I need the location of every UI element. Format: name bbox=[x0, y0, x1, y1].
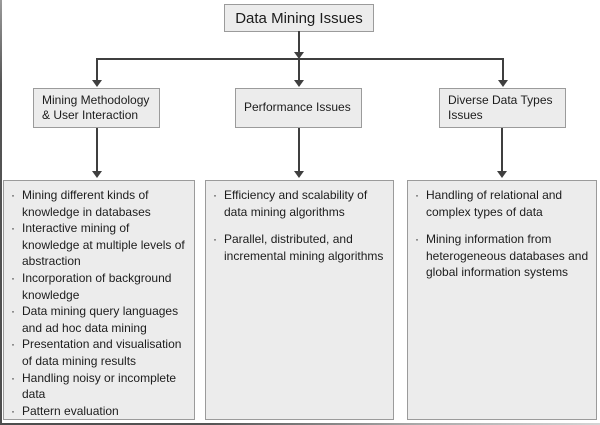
connector-drop-left bbox=[96, 60, 98, 81]
arrowhead-right-list-icon bbox=[497, 171, 507, 178]
list-item: Incorporation of background knowledge bbox=[4, 270, 192, 303]
bullet-list: Handling of relational and complex types… bbox=[408, 181, 596, 281]
list-item: Handling noisy or incomplete data bbox=[4, 370, 192, 403]
connector-right-to-list bbox=[501, 128, 503, 172]
arrowhead-root-icon bbox=[294, 52, 304, 59]
list-item: Presentation and visualisation of data m… bbox=[4, 336, 192, 369]
connector-left-to-list bbox=[96, 128, 98, 172]
connector-root-stem bbox=[298, 31, 300, 53]
image-edge-bottom bbox=[0, 423, 600, 425]
connector-drop-right bbox=[502, 60, 504, 81]
list-item: Mining different kinds of knowledge in d… bbox=[4, 187, 192, 220]
branch-box-performance-issues: Performance Issues bbox=[235, 88, 362, 128]
list-box-mining-methodology: Mining different kinds of knowledge in d… bbox=[3, 180, 195, 420]
branch-box-diverse-data-types: Diverse Data Types Issues bbox=[439, 88, 566, 128]
connector-drop-middle bbox=[298, 60, 300, 81]
list-item: Pattern evaluation bbox=[4, 403, 192, 420]
root-node-label: Data Mining Issues bbox=[235, 9, 363, 27]
list-item: Interactive mining of knowledge at multi… bbox=[4, 220, 192, 270]
connector-middle-to-list bbox=[298, 128, 300, 172]
arrowhead-drop-right-icon bbox=[498, 80, 508, 87]
list-item: Parallel, distributed, and incremental m… bbox=[206, 231, 391, 264]
bullet-list: Mining different kinds of knowledge in d… bbox=[4, 181, 194, 419]
list-item: Efficiency and scalability of data minin… bbox=[206, 187, 391, 220]
list-box-diverse-data-types: Handling of relational and complex types… bbox=[407, 180, 597, 420]
arrowhead-drop-left-icon bbox=[92, 80, 102, 87]
connector-horizontal-rail bbox=[96, 58, 504, 60]
arrowhead-middle-list-icon bbox=[294, 171, 304, 178]
list-item: Handling of relational and complex types… bbox=[408, 187, 594, 220]
list-item: Data mining query languages and ad hoc d… bbox=[4, 303, 192, 336]
arrowhead-left-list-icon bbox=[92, 171, 102, 178]
root-node: Data Mining Issues bbox=[224, 4, 374, 32]
branch-label: Mining Methodology & User Interaction bbox=[42, 92, 150, 123]
list-box-performance-issues: Efficiency and scalability of data minin… bbox=[205, 180, 394, 420]
image-edge-left bbox=[0, 0, 2, 425]
branch-box-mining-methodology: Mining Methodology & User Interaction bbox=[33, 88, 160, 128]
list-item: Mining information from heterogeneous da… bbox=[408, 231, 594, 281]
bullet-list: Efficiency and scalability of data minin… bbox=[206, 181, 393, 264]
branch-label: Diverse Data Types Issues bbox=[448, 92, 553, 123]
arrowhead-drop-middle-icon bbox=[294, 80, 304, 87]
branch-label: Performance Issues bbox=[244, 100, 351, 115]
